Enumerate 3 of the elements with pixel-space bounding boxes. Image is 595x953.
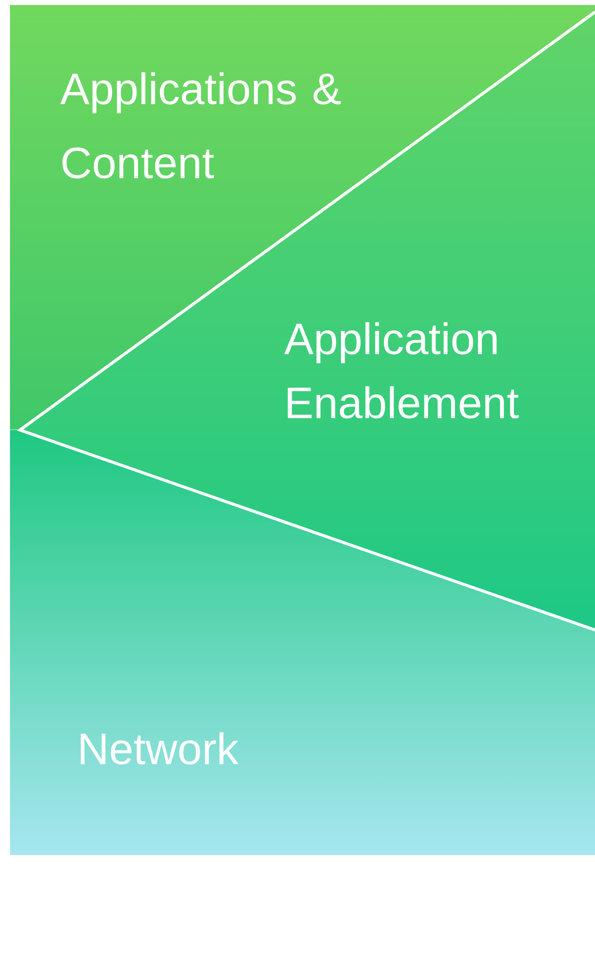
region: Application Enablement xyxy=(284,322,519,418)
region: Network xyxy=(80,732,239,764)
region: Applications & Content xyxy=(60,72,341,178)
